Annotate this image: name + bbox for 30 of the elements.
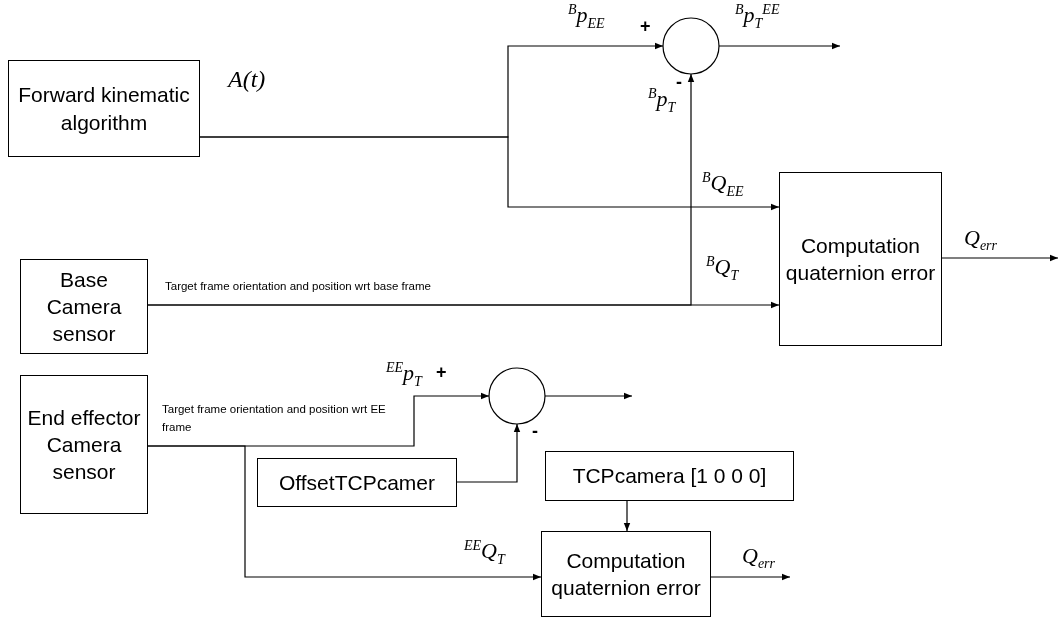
summing-junction xyxy=(489,368,545,424)
sign-label: + xyxy=(640,16,651,37)
block-label: End effector Camera sensor xyxy=(26,404,142,486)
arrow xyxy=(941,254,1059,262)
arrow xyxy=(623,500,631,532)
arrow xyxy=(710,573,791,581)
line-label: Target frame orientation and position wrt EE frame xyxy=(162,402,387,435)
block-label: Base Camera sensor xyxy=(45,266,123,348)
block-label: OffsetTCPcamer xyxy=(279,469,435,496)
sign-label: + xyxy=(436,362,447,383)
signal-label: A(t) xyxy=(228,66,266,93)
line-label: Target frame orientation and position wrt base frame xyxy=(165,280,431,292)
process-box xyxy=(20,259,148,354)
process-box xyxy=(257,458,457,507)
arrow xyxy=(199,136,780,211)
process-box xyxy=(545,451,794,501)
process-box xyxy=(779,172,942,346)
block-label: Computation quaternion error xyxy=(784,232,937,286)
block-label: TCPcamera [1 0 0 0] xyxy=(572,463,767,490)
process-box xyxy=(8,60,200,157)
arrow xyxy=(147,445,542,581)
process-box xyxy=(20,375,148,514)
summing-junction xyxy=(663,18,719,74)
arrow xyxy=(456,423,521,483)
arrow xyxy=(147,301,780,309)
sign-label: - xyxy=(532,421,538,442)
block-label: Forward kinematic algorithm xyxy=(17,82,191,136)
block-label: Computation quaternion error xyxy=(550,547,702,601)
sign-label: - xyxy=(676,72,682,93)
process-box xyxy=(541,531,711,617)
